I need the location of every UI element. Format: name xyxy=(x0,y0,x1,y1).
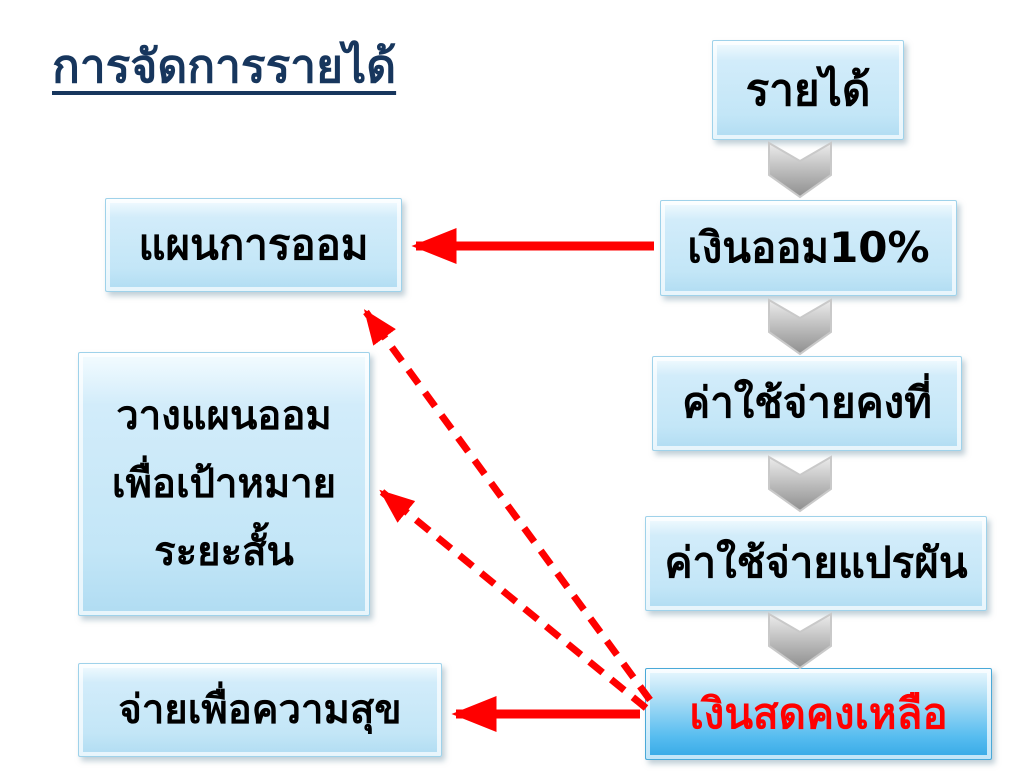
flow-down-arrow-icon-4 xyxy=(768,612,832,670)
box-savings-10-percent: เงินออม10% xyxy=(660,200,957,296)
box-short-term-goal-line2: เพื่อเป้าหมาย xyxy=(111,461,337,507)
box-savings-plan-label: แผนการออม xyxy=(138,219,369,269)
box-savings-plan: แผนการออม xyxy=(105,198,402,292)
box-fixed-expenses-label: ค่าใช้จ่ายคงที่ xyxy=(682,378,932,428)
flow-down-arrow-icon-3 xyxy=(768,455,832,513)
box-income: รายได้ xyxy=(712,40,904,140)
box-remaining-cash: เงินสดคงเหลือ xyxy=(645,668,992,760)
box-variable-expenses-label: ค่าใช้จ่ายแปรผัน xyxy=(664,538,968,588)
box-spend-for-happiness: จ่ายเพื่อความสุข xyxy=(78,663,442,757)
box-fixed-expenses: ค่าใช้จ่ายคงที่ xyxy=(652,356,962,451)
box-income-label: รายได้ xyxy=(745,64,871,116)
page-title: การจัดการรายได้ xyxy=(52,39,397,93)
flow-down-arrow-icon-1 xyxy=(768,141,832,199)
arrow-remaining-to-savings-plan-dashed xyxy=(363,309,653,703)
box-spend-for-happiness-label: จ่ายเพื่อความสุข xyxy=(118,687,402,733)
box-variable-expenses: ค่าใช้จ่ายแปรผัน xyxy=(645,516,987,611)
box-remaining-cash-label: เงินสดคงเหลือ xyxy=(689,688,948,738)
box-short-term-goal-line3: ระยะสั้น xyxy=(154,529,294,575)
flow-down-arrow-icon-2 xyxy=(768,298,832,356)
box-short-term-goal: วางแผนออม เพื่อเป้าหมาย ระยะสั้น xyxy=(78,352,370,616)
box-savings-label: เงินออม10% xyxy=(687,222,930,272)
box-short-term-goal-line1: วางแผนออม xyxy=(116,393,332,439)
